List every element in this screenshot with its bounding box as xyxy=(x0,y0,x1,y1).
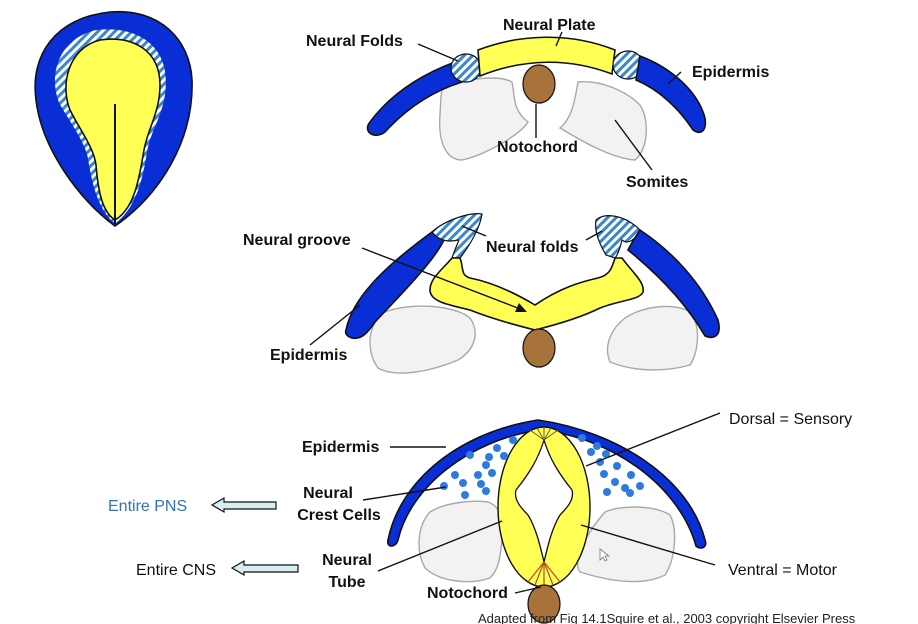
epidermis-arc xyxy=(386,419,707,549)
somite-left xyxy=(438,77,529,161)
label-epidermis: Epidermis xyxy=(692,64,769,81)
leader-epidermis xyxy=(667,71,682,85)
leader-notochord xyxy=(514,586,542,594)
label-notochord: Notochord xyxy=(427,585,508,602)
somite-right xyxy=(558,81,648,161)
leader-somites xyxy=(614,119,653,171)
label-neural-folds: Neural Folds xyxy=(306,33,403,50)
somite-right xyxy=(606,305,699,371)
label-dorsal-sensory: Dorsal = Sensory xyxy=(729,411,852,428)
label-neural-folds: Neural folds xyxy=(486,239,579,256)
notochord xyxy=(527,584,561,624)
leader-neural-plate xyxy=(555,31,563,47)
stage-neural-plate: Neural Folds Neural Plate Epidermis Noto… xyxy=(306,17,769,191)
arrow-cns-icon xyxy=(230,559,299,577)
stage-neural-tube: Epidermis Neural Crest Cells Neural Tube… xyxy=(108,411,852,624)
label-entire-pns: Entire PNS xyxy=(108,498,187,515)
leader-neural-tube xyxy=(377,520,503,572)
somite-left xyxy=(418,500,504,583)
arrow-pns-icon xyxy=(210,496,277,514)
somite-right xyxy=(576,506,676,583)
neural-crest-cells-right xyxy=(578,434,644,497)
neural-plate xyxy=(477,36,616,78)
epidermis-left xyxy=(366,60,464,137)
mouse-cursor-icon xyxy=(599,548,611,562)
leader-ventral xyxy=(580,524,716,566)
label-notochord: Notochord xyxy=(497,139,578,156)
somite-left xyxy=(369,305,476,374)
leader-epidermis xyxy=(309,304,361,346)
leader-neural-folds-right xyxy=(585,230,603,241)
embryo-top-view xyxy=(34,10,193,227)
floor-plate-rays xyxy=(527,561,561,586)
label-ventral-motor: Ventral = Motor xyxy=(728,562,838,579)
leader-neural-folds xyxy=(417,43,459,62)
label-neural-groove: Neural groove xyxy=(243,232,351,249)
neural-plate xyxy=(429,257,644,331)
neural-fold-left xyxy=(431,213,483,259)
label-epidermis: Epidermis xyxy=(270,347,347,364)
neural-plate-region xyxy=(65,38,161,221)
epidermis-right xyxy=(635,54,707,134)
label-entire-cns: Entire CNS xyxy=(136,562,216,579)
leader-neural-groove xyxy=(361,247,524,311)
epidermis-left xyxy=(344,226,449,340)
figure-caption: Adapted from Fig 14.1Squire et al., 2003… xyxy=(478,611,856,624)
leader-dorsal xyxy=(585,412,721,467)
label-epidermis: Epidermis xyxy=(302,439,379,456)
label-neural-crest-line2: Crest Cells xyxy=(297,507,381,524)
label-neural-tube-line2: Tube xyxy=(328,574,365,591)
epidermis-right xyxy=(626,228,720,339)
neural-fold-right xyxy=(595,215,641,259)
neural-fold-left xyxy=(450,53,482,83)
neural-crest-cells-left xyxy=(440,436,517,499)
label-neural-plate: Neural Plate xyxy=(503,17,596,34)
label-neural-tube-line1: Neural xyxy=(322,552,372,569)
stage-neural-groove: Neural groove Neural folds Epidermis xyxy=(243,213,720,374)
leader-neural-crest xyxy=(362,486,447,501)
leader-neural-folds-left xyxy=(461,225,487,237)
label-neural-crest-line1: Neural xyxy=(303,485,353,502)
notochord xyxy=(522,328,556,368)
arrowhead-neural-groove xyxy=(515,303,527,312)
label-somites: Somites xyxy=(626,174,688,191)
notochord xyxy=(522,64,556,104)
roof-plate-rays xyxy=(529,427,559,441)
